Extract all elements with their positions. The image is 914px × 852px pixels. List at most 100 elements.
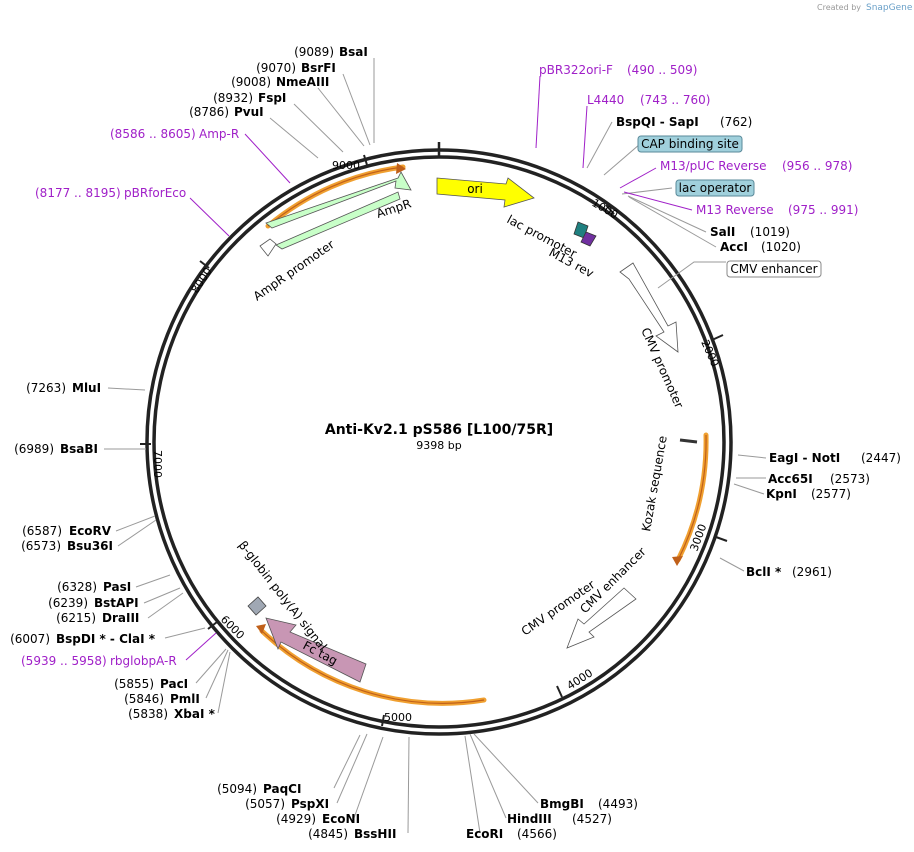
enzyme-name-bcli: BclI * [746, 565, 782, 579]
enzyme-name-pasi: PasI [103, 580, 131, 594]
enzyme-pos-bmgbi: (4493) [598, 797, 638, 811]
primer-range-m13-reverse: (975 .. 991) [788, 203, 858, 217]
ori-arrow [436, 177, 535, 208]
enzyme-name-econi: EcoNI [322, 812, 360, 826]
lac-operator-label: lac operator [679, 181, 752, 195]
enzyme-name-mlui: MluI [72, 381, 101, 395]
ori-label: ori [467, 182, 483, 196]
primer-line-pbrforeco [189, 197, 230, 237]
leader-pvui [269, 117, 319, 159]
enzyme-pos-pmli: (5846) [124, 692, 164, 706]
leader-pmli [205, 649, 229, 699]
tick-6000 [207, 621, 218, 630]
tick-4000 [556, 685, 563, 698]
enzyme-name-draiii: DraIII [102, 611, 139, 625]
primer-name-rbglobpa-r: rbglobpA-R [110, 654, 177, 668]
primer-line-pbr322 [535, 75, 541, 149]
enzyme-name-bstapi: BstAPI [94, 596, 139, 610]
primer-name-pbr322ori-f: pBR322ori-F [539, 63, 613, 77]
leader-pspxi [336, 733, 368, 804]
enzyme-pos-nmeaiii: (9008) [231, 75, 271, 89]
enzyme-name-paci: PacI [160, 677, 188, 691]
enzyme-name-paqci: PaqCI [263, 782, 301, 796]
leader-sali [627, 195, 707, 233]
leader-hindiii [469, 733, 507, 819]
cap-binding-site-label: CAP binding site [641, 137, 739, 151]
fc-highlight-line [261, 630, 485, 704]
kozak-label: Kozak sequence [639, 435, 670, 533]
enzyme-pos-kpni: (2577) [811, 487, 851, 501]
primer-name-pbrforeco: pBRforEco [124, 186, 186, 200]
enzyme-pos-bsshii: (4845) [308, 827, 348, 841]
leader-ecori [464, 735, 481, 834]
leader-xbai [217, 651, 231, 714]
leader-bspqi [586, 121, 613, 169]
enzyme-name-pmli: PmlI [170, 692, 200, 706]
enzyme-pos-bsu36i: (6573) [21, 539, 61, 553]
enzyme-name-ecori: EcoRI [466, 827, 503, 841]
tick-1000 [605, 204, 615, 215]
tick-9000 [363, 154, 368, 166]
leader-econi [353, 736, 384, 819]
plasmid-title: Anti-Kv2.1 pS586 [L100/75R] [325, 422, 553, 438]
leader-bsshii [407, 736, 410, 834]
tick-8000 [199, 260, 210, 269]
snapgene-logo: SnapGene [866, 3, 913, 13]
enzyme-name-bsu36i: Bsu36I [67, 539, 113, 553]
enzyme-name-bsshii: BssHII [354, 827, 396, 841]
bglobin-mark [247, 596, 267, 616]
enzyme-pos-bcli: (2961) [792, 565, 832, 579]
enzyme-pos-econi: (4929) [276, 812, 316, 826]
tick-label-8000: 8000 [189, 265, 215, 296]
enzyme-name-pspxi: PspXI [291, 797, 329, 811]
primer-line-l4440 [582, 105, 588, 169]
leader-cap [603, 143, 641, 176]
tick-label-9000: 9000 [332, 159, 360, 172]
enzyme-name-xbai: XbaI * [174, 707, 216, 721]
leader-cmvenh [657, 261, 726, 289]
enzyme-name-hindiii: HindIII [507, 812, 552, 826]
enzyme-name-bsabi: BsaBI [60, 442, 98, 456]
leader-bmgbi [473, 733, 539, 804]
tick-3000 [715, 536, 728, 542]
leader-paqci [333, 734, 361, 789]
enzyme-name-acci: AccI [720, 240, 748, 254]
enzyme-pos-draiii: (6215) [56, 611, 96, 625]
cap-binding-site-box [637, 135, 743, 153]
leader-nmeaiii [317, 87, 365, 147]
ampr-arrow [265, 171, 412, 229]
enzyme-pos-pspxi: (5057) [245, 797, 285, 811]
primer-line-rbglob [185, 632, 217, 661]
enzyme-pos-bspdi: (6007) [10, 632, 50, 646]
enzyme-name-bmgbi: BmgBI [540, 797, 584, 811]
enzyme-pos-bsai: (9089) [294, 45, 334, 59]
enzyme-pos-ecori: (4566) [517, 827, 557, 841]
primer-name-m13puc-reverse: M13/pUC Reverse [660, 159, 767, 173]
leader-mlui [107, 387, 146, 391]
primer-range-amp-r: (8586 .. 8605) [110, 127, 196, 141]
enzyme-pos-bsabi: (6989) [14, 442, 54, 456]
plasmid-length: 9398 bp [416, 439, 461, 452]
leader-claI [164, 627, 206, 639]
leader-lacop [621, 187, 673, 195]
leader-fspi [293, 103, 344, 153]
enzyme-name-bsai: BsaI [339, 45, 368, 59]
fc-highlight-head [256, 624, 266, 634]
enzyme-pos-sali: (1019) [750, 225, 790, 239]
leader-bsu36i [117, 519, 157, 547]
kozak-highlight-line [677, 434, 707, 561]
enzyme-name-nmeaiii: NmeAIII [276, 75, 329, 89]
fc-tag-arrow [265, 617, 367, 683]
enzyme-pos-bstapi: (6239) [48, 596, 88, 610]
primer-range-m13puc-reverse: (956 .. 978) [782, 159, 852, 173]
kozak-highlight-head [672, 556, 683, 566]
enzyme-name-bspqi-sapi: BspQI - SapI [616, 115, 699, 129]
tick-2000 [711, 334, 724, 341]
enzyme-name-sali: SalI [710, 225, 735, 239]
primer-line-m13rev [623, 191, 693, 211]
cmv-enhancer-label-1: CMV enhancer [730, 262, 817, 276]
primer-name-amp-r: Amp-R [199, 127, 239, 141]
ampr-body [275, 191, 401, 250]
primer-range-rbglobpa-r: (5939 .. 5958) [21, 654, 107, 668]
enzyme-pos-paqci: (5094) [217, 782, 257, 796]
